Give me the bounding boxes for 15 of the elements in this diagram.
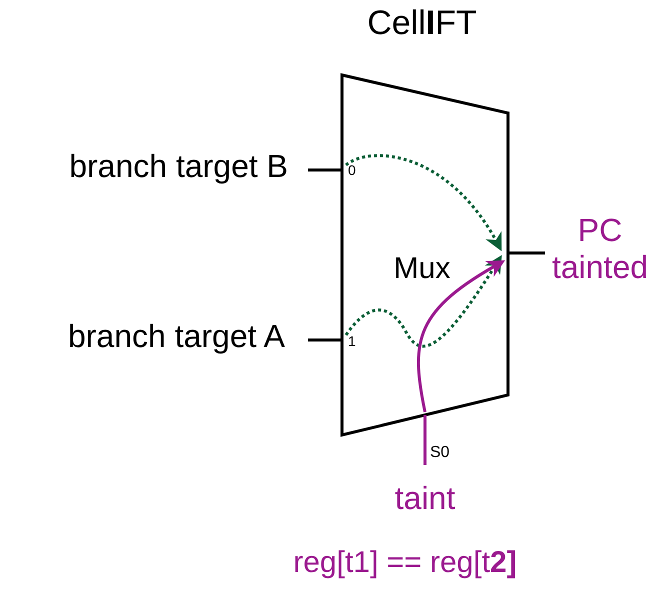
condition-text: reg[t1] == reg[t2] (292, 546, 518, 580)
node-label: branch target A (68, 318, 285, 355)
node-label: PC tainted (550, 212, 650, 286)
mux-label: Mux (392, 252, 452, 286)
mux-block (340, 73, 510, 437)
connector-line (308, 338, 342, 342)
node-label: taint (394, 480, 456, 517)
pin-label: S0 (430, 444, 450, 462)
pin-label: 1 (348, 333, 356, 350)
node-label: branch target B (69, 148, 288, 185)
connector-line (424, 415, 426, 465)
connector-line (308, 168, 342, 172)
diagram-title: CellIFT (366, 4, 478, 44)
pin-label: 0 (348, 162, 356, 178)
connector-line (508, 252, 545, 254)
